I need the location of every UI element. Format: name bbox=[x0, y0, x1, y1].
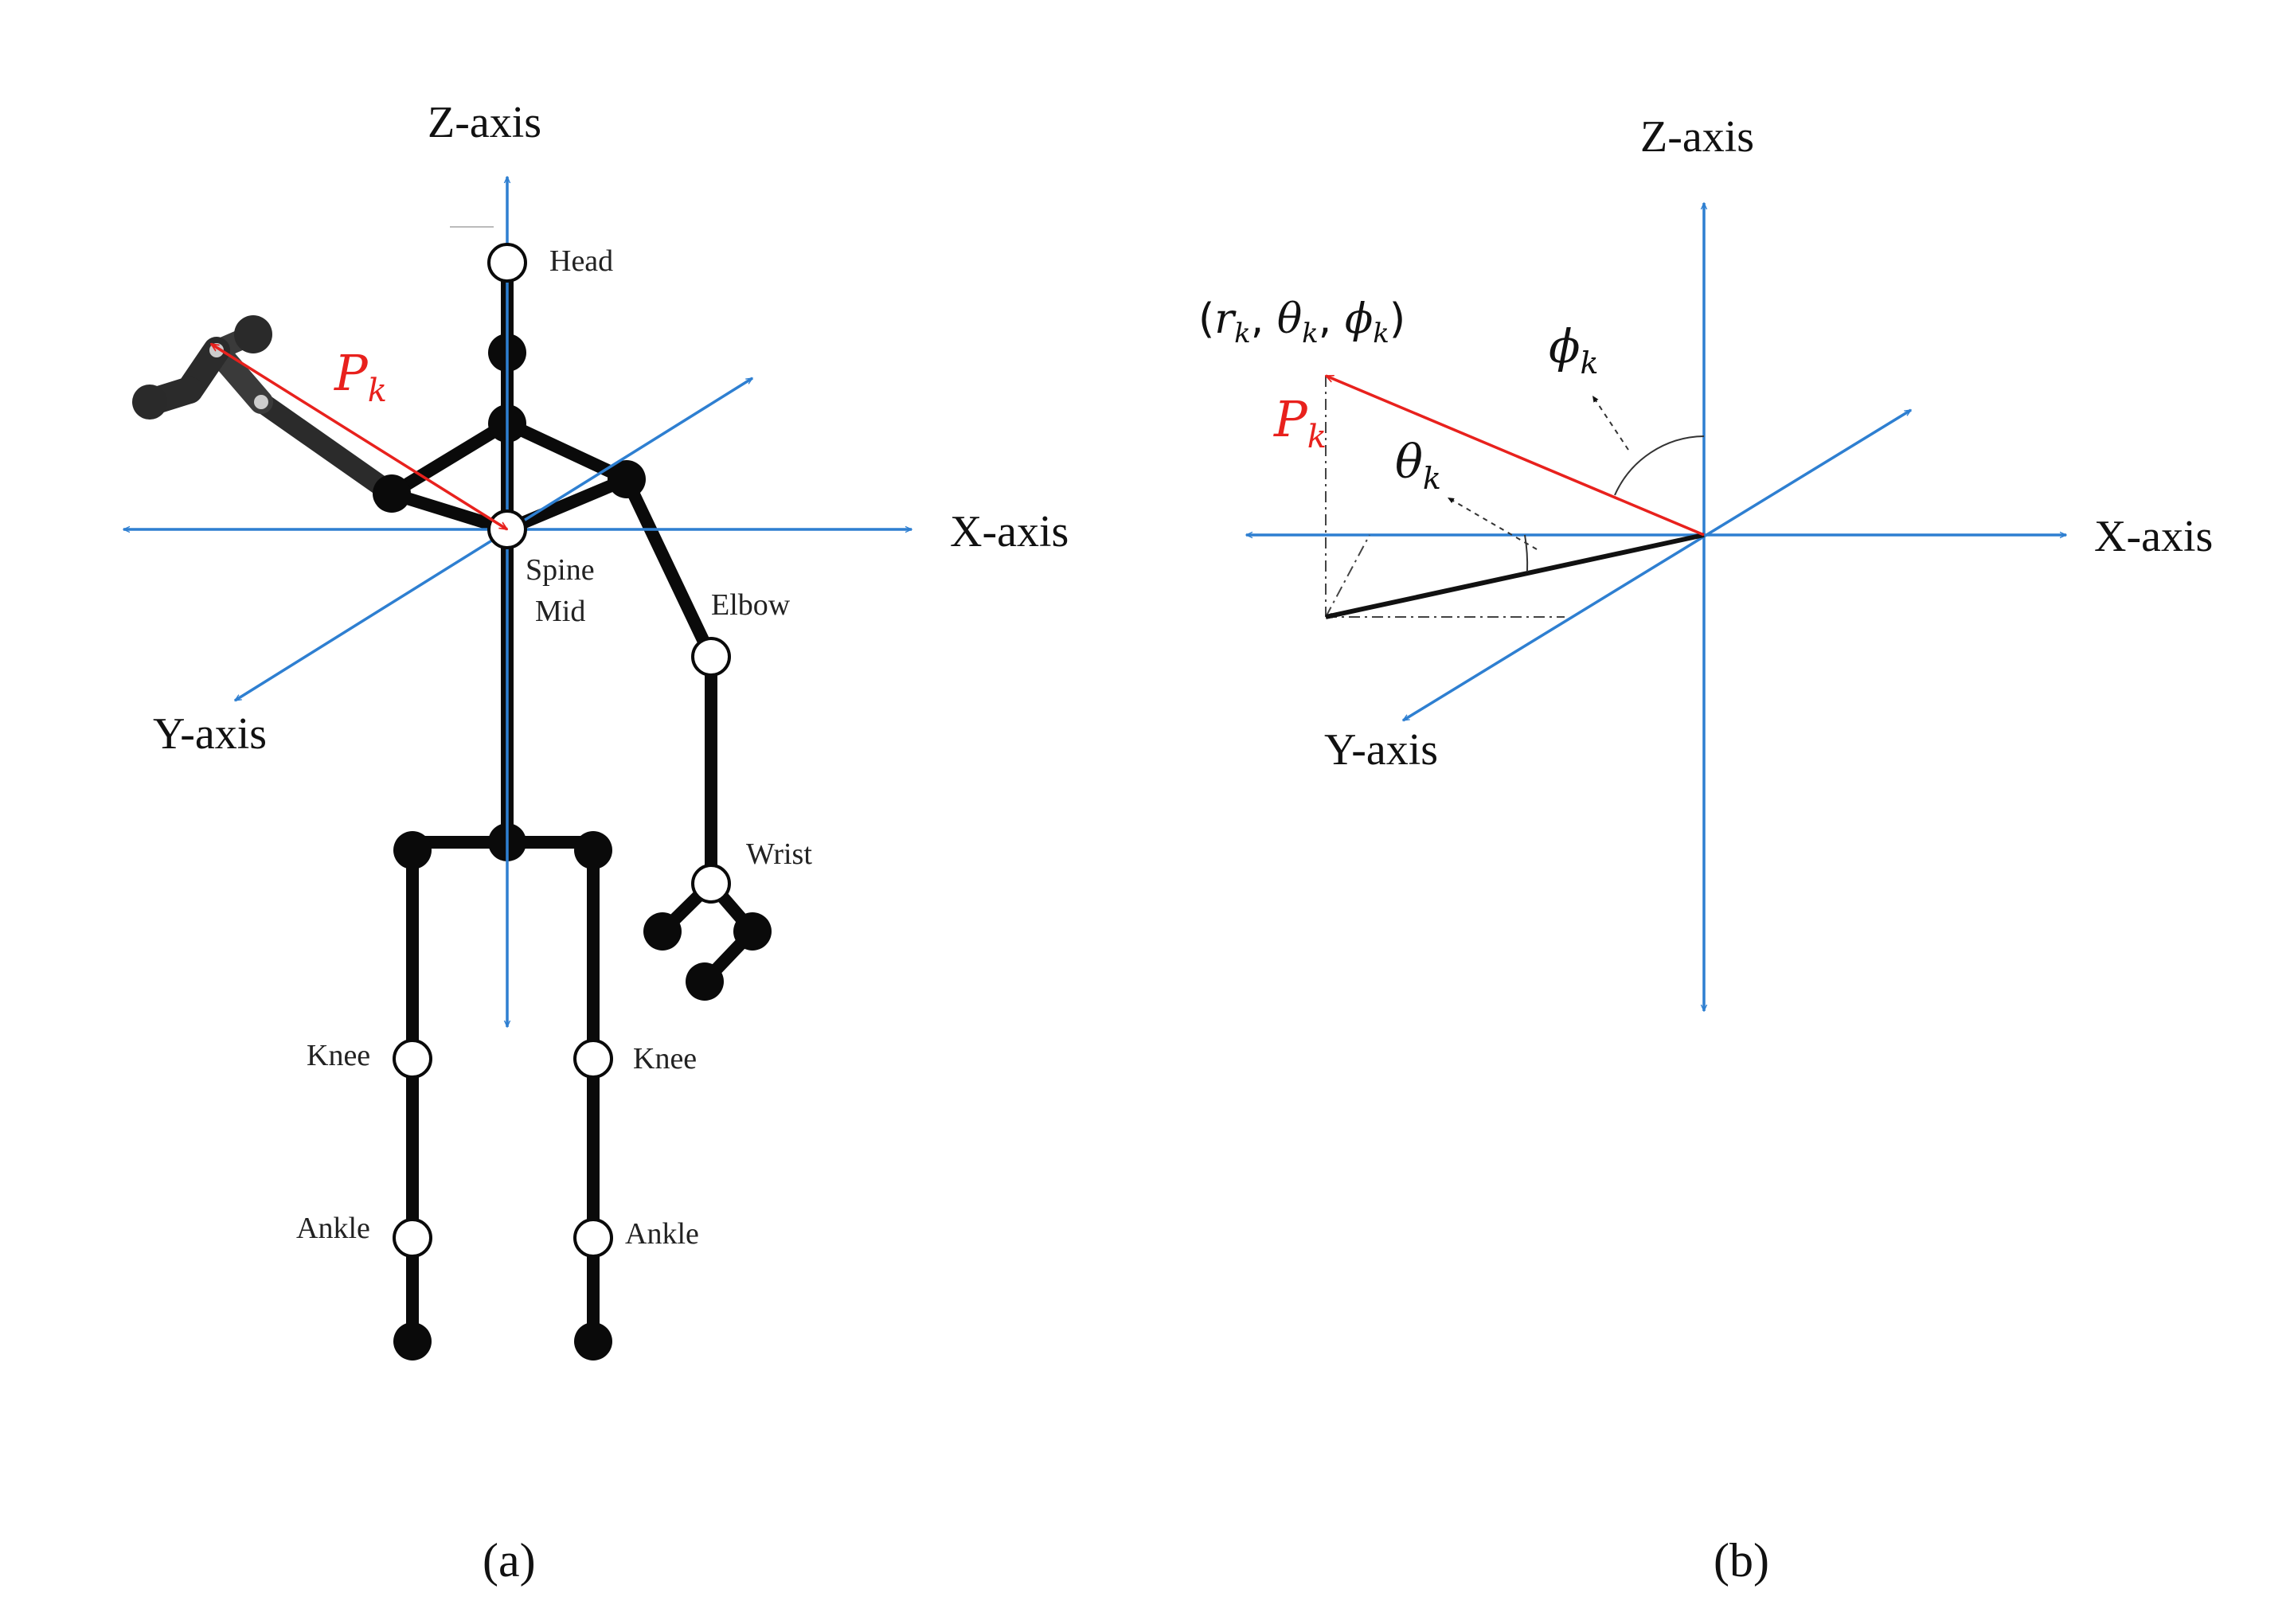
left-shoulder-joint bbox=[373, 474, 411, 513]
pk-subscript: k bbox=[368, 373, 387, 409]
spine-label: Spine bbox=[526, 553, 595, 587]
panel-b: Z-axis X-axis Y-axis (rk, θk, ϕk) Pk ϕk … bbox=[1198, 112, 2213, 1587]
theta-label: θk bbox=[1395, 435, 1441, 496]
panel-b-pk-vector bbox=[1326, 374, 1705, 537]
left-collar-bone bbox=[385, 417, 514, 500]
pk-vector bbox=[211, 342, 507, 531]
phi-angle-arc bbox=[1614, 435, 1705, 496]
hand-joint-2 bbox=[733, 912, 772, 951]
panel-b-y-axis-line bbox=[1403, 408, 1911, 722]
coordinate-label: (rk, θk, ϕk) bbox=[1198, 295, 1405, 349]
head-joint bbox=[487, 243, 527, 283]
panel-b-pk-subscript: k bbox=[1307, 419, 1327, 455]
left-wrist-joint-highlight bbox=[254, 395, 268, 409]
pk-symbol: P bbox=[334, 344, 369, 402]
panel-a-x-axis-label: X-axis bbox=[950, 507, 1069, 556]
phi-symbol: ϕ bbox=[1549, 319, 1581, 373]
coord-close: ) bbox=[1389, 295, 1405, 343]
panel-a-caption: (a) bbox=[483, 1534, 536, 1587]
pk-label: Pk bbox=[334, 344, 387, 409]
left-hip-joint bbox=[393, 831, 432, 869]
left-ankle-label: Ankle bbox=[296, 1212, 370, 1245]
panel-a-y-axis-label: Y-axis bbox=[153, 709, 267, 759]
right-knee-joint bbox=[573, 1039, 613, 1079]
panel-b-y-axis-label: Y-axis bbox=[1324, 725, 1438, 775]
coord-r: r bbox=[1214, 295, 1237, 343]
right-collar-bone bbox=[501, 417, 633, 486]
panel-a-z-axis-label: Z-axis bbox=[428, 98, 541, 147]
right-ankle-joint bbox=[573, 1218, 613, 1258]
panel-b-pk-label: Pk bbox=[1273, 390, 1327, 455]
left-foot-joint bbox=[393, 1322, 432, 1360]
coord-phi: ϕ bbox=[1345, 295, 1373, 343]
projection-lines bbox=[1325, 376, 1565, 618]
elbow-label: Elbow bbox=[711, 588, 791, 622]
coord-theta-sub: k bbox=[1302, 318, 1319, 349]
panel-b-pk-symbol: P bbox=[1273, 390, 1308, 448]
left-hand-tip-joint bbox=[132, 385, 167, 420]
head-label: Head bbox=[549, 244, 613, 278]
panel-b-caption: (b) bbox=[1714, 1534, 1769, 1587]
right-hip-joint bbox=[574, 831, 612, 869]
theta-subscript: k bbox=[1423, 461, 1441, 496]
left-knee-label: Knee bbox=[307, 1039, 370, 1072]
wrist-label: Wrist bbox=[746, 837, 812, 871]
left-ankle-joint bbox=[393, 1218, 432, 1258]
right-foot-joint bbox=[574, 1322, 612, 1360]
hand-joint-3 bbox=[686, 962, 724, 1001]
right-ankle-label: Ankle bbox=[625, 1217, 699, 1251]
coord-theta: θ bbox=[1277, 295, 1302, 343]
left-hand-joint bbox=[234, 315, 272, 353]
coord-comma-1: , bbox=[1251, 295, 1277, 343]
phi-subscript: k bbox=[1581, 345, 1599, 381]
coord-r-sub: k bbox=[1234, 318, 1251, 349]
wrist-joint bbox=[691, 864, 731, 904]
theta-symbol: θ bbox=[1395, 435, 1423, 489]
elbow-joint bbox=[691, 637, 731, 677]
panel-b-x-axis-label: X-axis bbox=[2094, 512, 2213, 561]
projection-vector bbox=[1325, 533, 1705, 619]
hand-joint-1 bbox=[643, 912, 682, 951]
theta-pointer bbox=[1447, 497, 1538, 550]
left-knee-joint bbox=[393, 1039, 432, 1079]
panel-a: Pk Z-axis X-axis Y-axis Head Spine Mid E… bbox=[123, 98, 1069, 1587]
phi-label: ϕk bbox=[1549, 319, 1599, 381]
coord-open: ( bbox=[1198, 295, 1214, 343]
coord-phi-sub: k bbox=[1373, 318, 1389, 349]
coord-comma-2: , bbox=[1319, 295, 1345, 343]
open-joints bbox=[393, 243, 731, 1258]
panel-a-axes bbox=[123, 177, 912, 1027]
theta-angle-arc bbox=[1524, 534, 1529, 572]
phi-pointer bbox=[1592, 395, 1629, 451]
right-knee-label: Knee bbox=[633, 1042, 697, 1076]
diagonal-projection-line bbox=[1325, 534, 1370, 618]
panel-b-z-axis-label: Z-axis bbox=[1640, 112, 1754, 162]
right-upper-arm-bone bbox=[620, 473, 717, 663]
mid-label: Mid bbox=[535, 595, 585, 628]
